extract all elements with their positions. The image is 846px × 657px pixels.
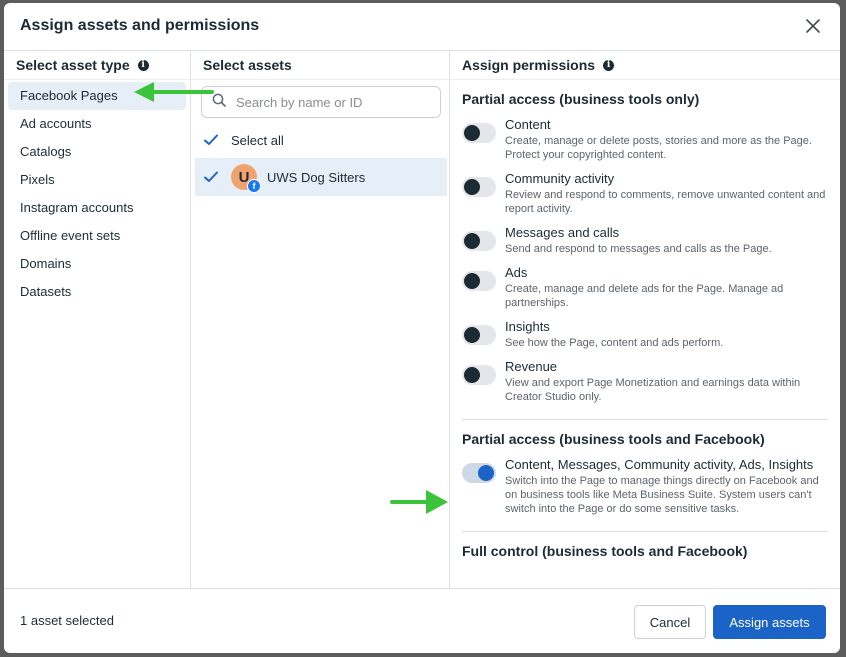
toggle-knob [464, 273, 480, 289]
permission-name: Content, Messages, Community activity, A… [505, 457, 814, 472]
toggle-knob [464, 233, 480, 249]
info-icon[interactable]: i [137, 59, 149, 71]
assets-heading: Select assets [191, 51, 449, 80]
assets-column: Select assets Select all Uf UWS Dog Sitte… [191, 51, 450, 589]
permission-section-title: Full control (business tools and Faceboo… [462, 543, 748, 559]
permission-description: Create, manage and delete ads for the Pa… [505, 283, 784, 309]
permission-toggle[interactable] [462, 231, 496, 251]
permission-toggle[interactable] [462, 271, 496, 291]
asset-type-item[interactable]: Offline event sets [20, 228, 121, 243]
search-input[interactable] [234, 93, 428, 111]
permission-name: Insights [505, 319, 550, 334]
permission-toggle[interactable] [462, 365, 496, 385]
toggle-knob [464, 327, 480, 343]
dialog-title: Assign assets and permissions [20, 17, 260, 34]
info-icon[interactable]: i [603, 59, 615, 71]
permission-section-title: Partial access (business tools and Faceb… [462, 431, 765, 447]
asset-type-heading-text: Select asset type [16, 57, 130, 73]
asset-type-item[interactable]: Pixels [20, 172, 55, 187]
search-box[interactable] [201, 86, 441, 118]
permission-name: Community activity [505, 171, 615, 186]
close-icon[interactable] [802, 15, 824, 37]
asset-type-item[interactable]: Ad accounts [20, 116, 92, 131]
asset-type-item[interactable]: Facebook Pages [8, 82, 186, 110]
permission-name: Content [505, 117, 551, 132]
permission-section-title: Partial access (business tools only) [462, 91, 700, 107]
section-divider [462, 531, 828, 532]
asset-type-item[interactable]: Instagram accounts [20, 200, 134, 215]
toggle-knob [478, 465, 494, 481]
permission-description: Review and respond to comments, remove u… [505, 189, 826, 215]
select-all-label: Select all [231, 132, 284, 148]
avatar-initial: U [238, 168, 250, 186]
annotation-arrow-left-icon [134, 82, 214, 102]
permission-name: Revenue [505, 359, 558, 374]
permissions-heading-text: Assign permissions [462, 57, 596, 73]
permission-toggle[interactable] [462, 463, 496, 483]
permission-name: Ads [505, 265, 528, 280]
check-icon[interactable] [203, 169, 219, 185]
permission-list: Partial access (business tools only) Cont… [450, 80, 840, 565]
toggle-knob [464, 179, 480, 195]
permission-description: See how the Page, content and ads perfor… [505, 337, 724, 349]
selection-status: 1 asset selected [20, 613, 114, 628]
dialog-footer: 1 asset selected Cancel Assign assets [4, 588, 840, 653]
permission-description: Switch into the Page to manage things di… [505, 475, 819, 515]
select-all-row[interactable]: Select all [191, 122, 449, 158]
cancel-button[interactable]: Cancel [634, 605, 706, 639]
permission-item: Content, Messages, Community activity, A… [450, 453, 840, 521]
asset-name: UWS Dog Sitters [267, 169, 366, 185]
dialog-header: Assign assets and permissions [4, 3, 840, 51]
asset-type-item[interactable]: Datasets [20, 284, 72, 299]
permission-toggle[interactable] [462, 177, 496, 197]
assign-dialog: Assign assets and permissions Select ass… [4, 3, 840, 653]
permission-description: Send and respond to messages and calls a… [505, 243, 772, 255]
permission-toggle[interactable] [462, 325, 496, 345]
permissions-column: Assign permissions i Partial access (bus… [450, 51, 840, 589]
permission-description: Create, manage or delete posts, stories … [505, 135, 812, 161]
search-icon [212, 93, 226, 112]
assign-assets-button[interactable]: Assign assets [713, 605, 826, 639]
facebook-icon: f [247, 179, 261, 193]
asset-type-heading: Select asset type i [4, 51, 190, 80]
asset-type-column: Select asset type i Facebook Pages Ad acc… [4, 51, 191, 589]
check-icon[interactable] [203, 132, 219, 148]
asset-type-item[interactable]: Domains [20, 256, 72, 271]
annotation-arrow-right-icon [390, 490, 448, 514]
toggle-knob [464, 367, 480, 383]
asset-type-item[interactable]: Catalogs [20, 144, 72, 159]
permissions-heading: Assign permissions i [450, 51, 840, 80]
permission-text: Content, Messages, Community activity, A… [505, 457, 828, 516]
permission-description: View and export Page Monetization and ea… [505, 377, 801, 403]
permission-name: Messages and calls [505, 225, 620, 240]
section-divider [462, 419, 828, 420]
permission-toggle[interactable] [462, 123, 496, 143]
toggle-knob [464, 125, 480, 141]
